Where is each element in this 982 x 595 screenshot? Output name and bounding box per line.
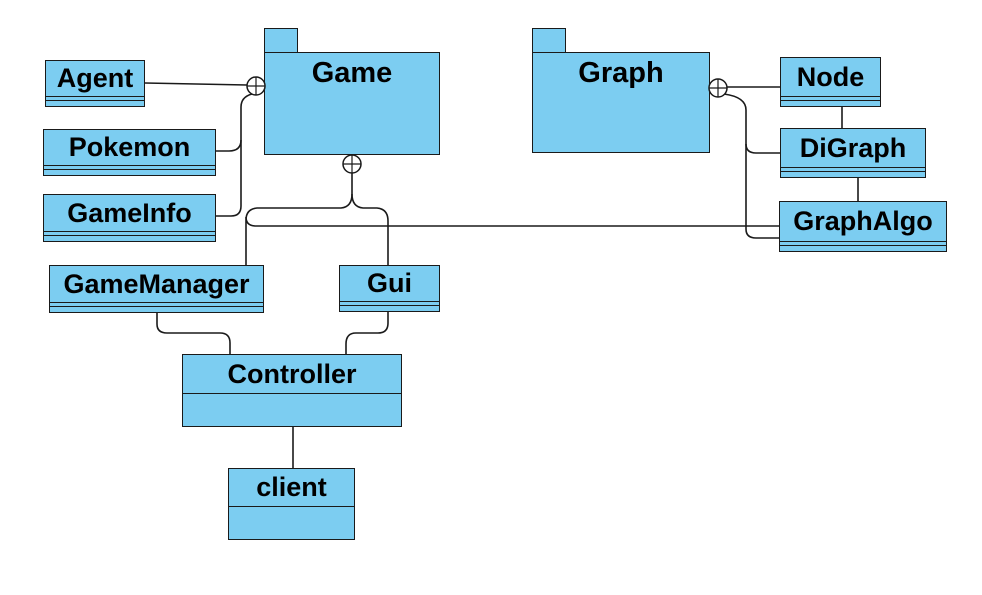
class-box-graphalgo: GraphAlgo: [779, 201, 947, 252]
class-box-gameinfo: GameInfo: [43, 194, 216, 242]
attributes-compartment: [50, 302, 263, 306]
class-box-controller: Controller: [182, 354, 402, 427]
attributes-compartment: [340, 301, 439, 305]
class-box-gamemanager: GameManager: [49, 265, 264, 313]
class-box-client: client: [228, 468, 355, 540]
class-box-gui: Gui: [339, 265, 440, 312]
containment-anchor-icon-game-bottom: [342, 154, 362, 174]
package-graph-name: Graph: [578, 57, 664, 89]
connector-game-gui: [351, 193, 389, 265]
class-box-digraph: DiGraph: [780, 128, 926, 178]
connector-game-agent: [144, 82, 248, 86]
attributes-compartment: [183, 393, 401, 426]
class-box-node: Node: [780, 57, 881, 107]
attributes-compartment: [44, 231, 215, 235]
class-box-pokemon: Pokemon: [43, 129, 216, 176]
operations-compartment: [781, 171, 925, 177]
attributes-compartment: [46, 96, 144, 100]
operations-compartment: [44, 169, 215, 175]
connector-game-left-trunk-gameinfo: [215, 93, 253, 217]
operations-compartment: [340, 305, 439, 311]
operations-compartment: [50, 306, 263, 312]
connector-gamemanager-controller: [156, 313, 231, 354]
class-name-label: Controller: [227, 358, 357, 389]
operations-compartment: [781, 100, 880, 106]
class-name-label: Node: [796, 61, 865, 92]
containment-anchor-icon-graph-right: [708, 78, 728, 98]
class-box-agent: Agent: [45, 60, 145, 107]
connector-game-gamemanager: [245, 193, 353, 265]
attributes-compartment: [781, 167, 925, 171]
connector-graph-digraph-branch: [745, 143, 780, 154]
connector-graph-right-trunk-graphalgo: [723, 93, 779, 239]
containment-anchor-icon-game-left: [246, 76, 266, 96]
operations-compartment: [780, 245, 946, 251]
class-name-label: GraphAlgo: [793, 206, 933, 236]
operations-compartment: [46, 100, 144, 106]
connector-gui-controller: [345, 312, 389, 354]
class-name-label: Pokemon: [68, 132, 191, 162]
attributes-compartment: [780, 241, 946, 245]
class-name-label: Agent: [56, 63, 134, 93]
package-graph: Graph: [532, 52, 710, 153]
connector-game-pokemon-branch: [215, 139, 242, 152]
attributes-compartment: [44, 165, 215, 169]
package-game-tab: [264, 28, 298, 54]
attributes-compartment: [781, 96, 880, 100]
class-name-label: GameManager: [63, 268, 250, 299]
connector-game-graphalgo-long: [245, 216, 779, 227]
package-game: Game: [264, 52, 440, 155]
class-name-label: GameInfo: [67, 197, 192, 228]
package-game-name: Game: [311, 57, 393, 89]
class-name-label: DiGraph: [799, 132, 907, 163]
operations-compartment: [44, 235, 215, 241]
attributes-compartment: [229, 506, 354, 539]
class-name-label: client: [256, 472, 327, 502]
class-name-label: Gui: [367, 268, 412, 298]
